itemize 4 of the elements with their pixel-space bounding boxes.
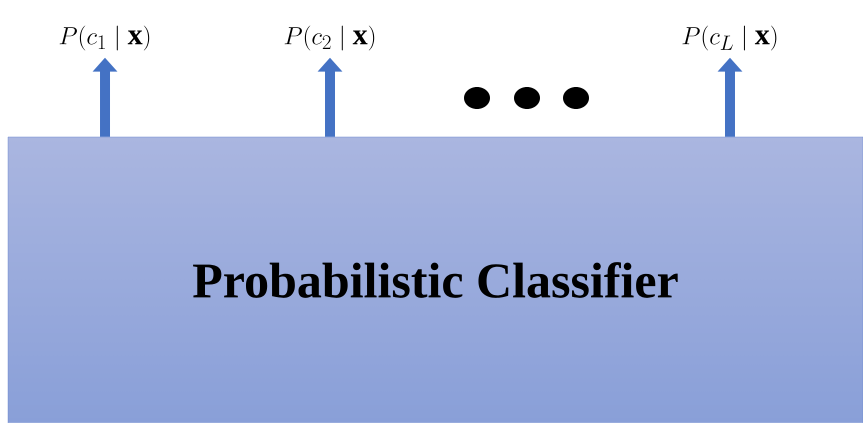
- probability-label: $P(c_2 \mid \mathbf{x})$: [284, 26, 374, 50]
- classifier-box: Probabilistic Classifier: [8, 136, 863, 423]
- probability-label: $P(c_L \mid \mathbf{x})$: [682, 26, 776, 50]
- probability-label: $P(c_1 \mid \mathbf{x})$: [60, 26, 150, 50]
